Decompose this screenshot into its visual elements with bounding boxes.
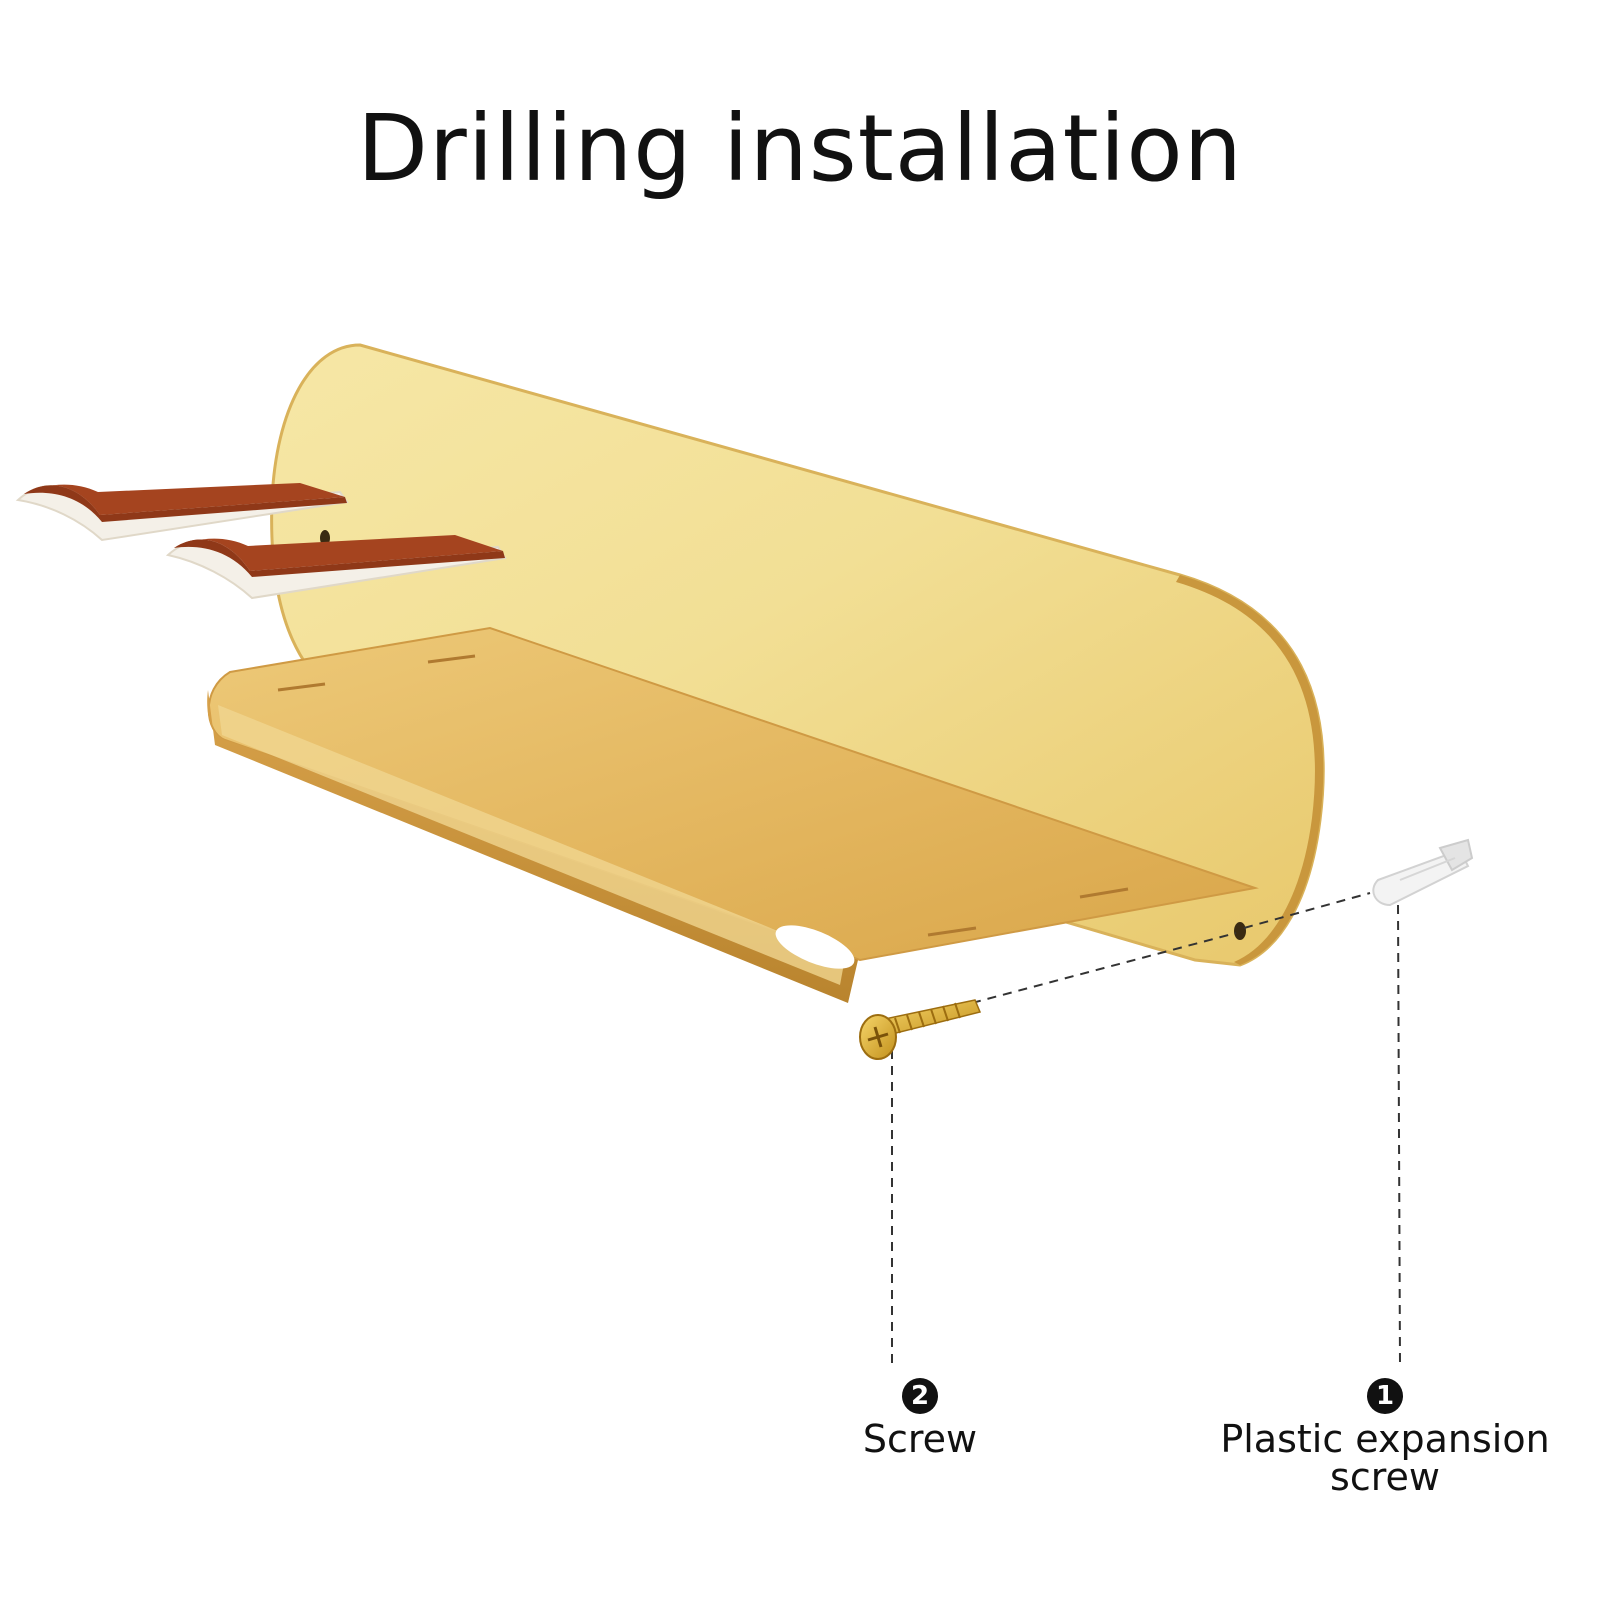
step-number-badge: 1 <box>1367 1378 1403 1414</box>
shelf-channel <box>218 705 845 985</box>
callout-label: Plastic expansion screw <box>1220 1417 1550 1499</box>
page-title: Drilling installation <box>357 95 1243 202</box>
adhesive-strip-bottom <box>165 535 507 600</box>
guide-lines <box>891 892 1401 1366</box>
callout-screw: 2 Screw <box>820 1372 1020 1458</box>
callout-plastic-expansion-screw: 1 Plastic expansion screw <box>1210 1372 1560 1496</box>
mount-hole-right <box>1234 922 1246 940</box>
slot-marks <box>277 654 1129 937</box>
step-number-badge: 2 <box>902 1378 938 1414</box>
screw-icon <box>859 999 982 1060</box>
expansion-anchor-icon <box>1372 838 1474 907</box>
callout-label: Screw <box>862 1417 978 1461</box>
adhesive-strip-top <box>15 483 349 542</box>
shelf-cutout <box>775 925 855 969</box>
